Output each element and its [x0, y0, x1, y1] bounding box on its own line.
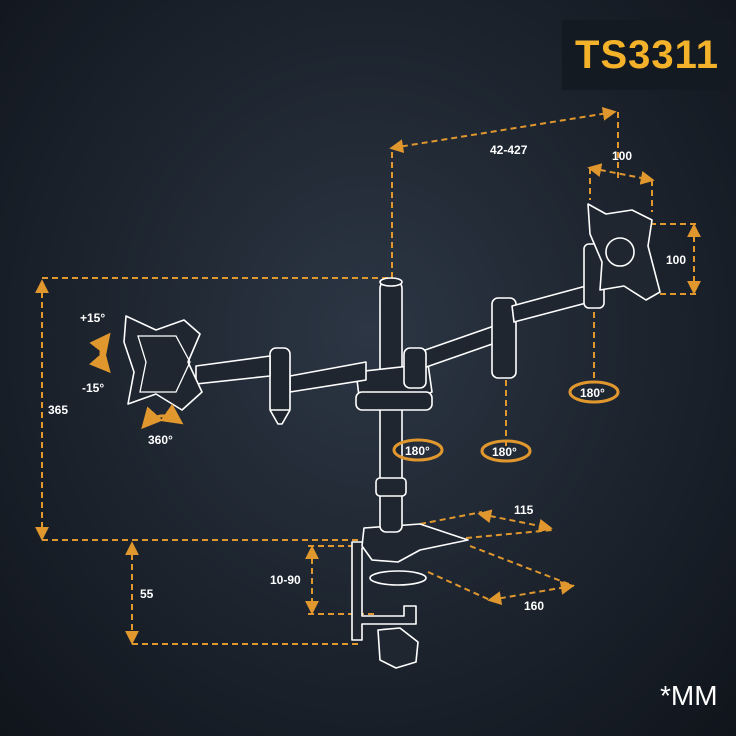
pole-base: [361, 523, 469, 563]
model-number: TS3311: [575, 32, 719, 77]
base-width-extension-top: [419, 511, 483, 525]
right-arm-base-joint: [403, 347, 427, 389]
vesa-width-dimension-line: [587, 163, 655, 185]
dimension-labels: 42-427 100 100 365 55 10-90 115 160 +15°…: [48, 143, 686, 613]
base-depth-label: 160: [524, 599, 544, 613]
vesa-width-label: 100: [612, 149, 632, 163]
left-inner-arm: [289, 361, 367, 393]
arm-reach-dimension-line: [389, 106, 617, 154]
right-outer-arm: [511, 285, 591, 323]
screen-rotation-label: 360°: [148, 433, 173, 447]
model-badge: TS3311: [562, 20, 732, 90]
base-width-label: 115: [514, 503, 534, 517]
arm-joint-swivel-label: 180°: [492, 445, 517, 459]
tilt-down-label: -15°: [82, 381, 104, 395]
base-width-extension-bottom: [465, 529, 553, 539]
base-depth-extension-right: [469, 545, 575, 587]
clamp-offset-label: 55: [140, 587, 154, 601]
rotation-indicators: [89, 332, 620, 463]
cable-clip: [375, 477, 407, 497]
pole-swivel-arrow-icon: [392, 438, 444, 462]
left-outer-arm: [195, 355, 271, 385]
left-joint-tip: [269, 409, 291, 425]
monitor-arm-drawing: [123, 203, 661, 669]
pole-swivel-label: 180°: [405, 444, 430, 458]
left-vesa-plate: [123, 315, 203, 411]
pole-collar: [355, 391, 433, 411]
right-head-swivel-arrow-icon: [568, 380, 620, 404]
dimension-lines: [35, 106, 701, 645]
clamp-knob: [377, 627, 419, 669]
screen-rotation-arrow-icon: [141, 403, 184, 430]
right-head-swivel-label: 180°: [580, 386, 605, 400]
base-width-dimension-line: [477, 509, 553, 533]
arm-reach-label: 42-427: [490, 143, 528, 157]
right-vesa-hub: [605, 237, 635, 267]
clamp-plate: [369, 570, 427, 586]
tilt-up-label: +15°: [80, 311, 105, 325]
vesa-height-label: 100: [666, 253, 686, 267]
tilt-arrow-icon: [89, 332, 111, 374]
pole-height-label: 365: [48, 403, 68, 417]
left-vesa-plate-inner: [137, 335, 191, 393]
base-depth-extension-left: [427, 571, 491, 601]
pole-cap: [379, 277, 403, 287]
right-arm-joint: [491, 297, 517, 379]
base-depth-dimension-line: [487, 580, 575, 606]
arm-joint-swivel-arrow-icon: [480, 439, 532, 463]
clamp-range-label: 10-90: [270, 573, 301, 587]
left-arm-joint: [269, 347, 291, 415]
unit-note: *MM: [660, 680, 718, 711]
